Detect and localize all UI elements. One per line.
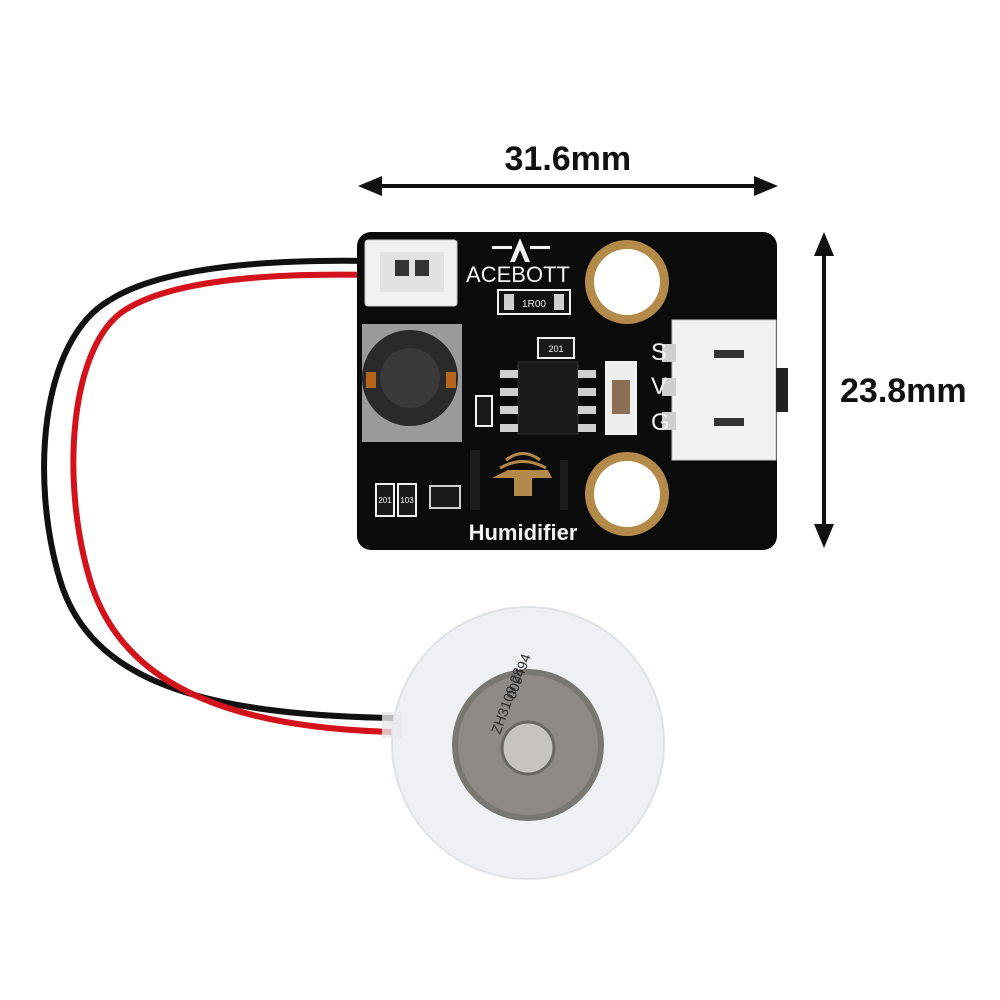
mounting-hole-bottom bbox=[585, 452, 669, 536]
wire-connector bbox=[364, 239, 458, 307]
inductor bbox=[362, 324, 462, 442]
width-dimension-arrow bbox=[358, 176, 778, 196]
signal-connector bbox=[662, 319, 788, 461]
mist-logo-icon bbox=[492, 452, 552, 496]
black-wire bbox=[41, 257, 408, 721]
height-dimension-label: 23.8mm bbox=[840, 372, 967, 410]
smd-marking-1: 201 bbox=[548, 344, 563, 354]
transistor bbox=[429, 485, 461, 509]
product-label: Humidifier bbox=[469, 520, 578, 545]
pin-label-v: V bbox=[651, 373, 667, 400]
mounting-hole-top bbox=[585, 240, 669, 324]
pcb-board bbox=[357, 232, 788, 550]
width-dimension-label: 31.6mm bbox=[504, 140, 632, 178]
smd-marking-2: 201 bbox=[378, 496, 392, 505]
capacitor bbox=[605, 361, 637, 435]
smd-component bbox=[375, 337, 575, 517]
resistor bbox=[497, 289, 571, 315]
wire-pair bbox=[41, 257, 408, 735]
ultrasonic-disc bbox=[382, 606, 665, 880]
red-wire bbox=[70, 271, 408, 735]
pin-label-s: S bbox=[651, 339, 667, 366]
acebott-logo-icon bbox=[492, 238, 550, 262]
resistor-marking: 1R00 bbox=[522, 299, 546, 310]
height-dimension-arrow bbox=[814, 232, 834, 548]
brand-label: ACEBOTT bbox=[466, 262, 570, 287]
smd-marking-3: 103 bbox=[400, 496, 414, 505]
pin-label-g: G bbox=[651, 409, 670, 436]
ic-chip bbox=[500, 361, 596, 435]
